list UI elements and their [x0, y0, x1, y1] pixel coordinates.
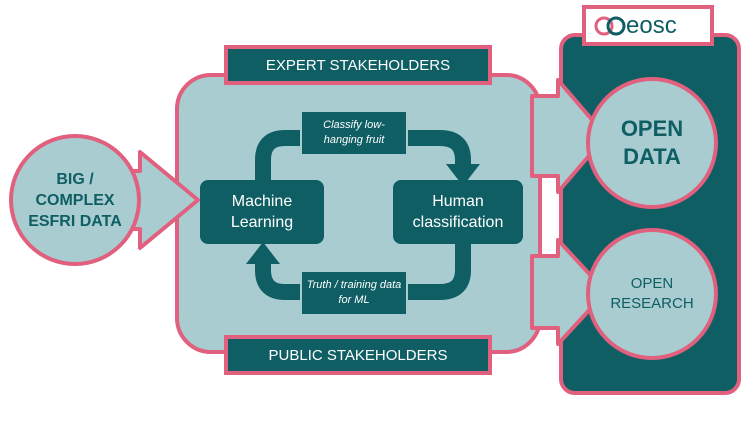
- cycle-arrow-top-right: [404, 130, 471, 166]
- ml-node-label: Machine Learning: [230, 193, 294, 231]
- eosc-logo-box: [582, 5, 714, 46]
- arrow-to-open-research: [530, 238, 608, 346]
- top-edge-label: Classify low-hanging fruit: [323, 119, 385, 146]
- expert-banner-label: EXPERT STAKEHOLDERS: [265, 56, 451, 74]
- open-research-label: OPEN RESEARCH: [610, 275, 694, 312]
- eosc-logo-ring-left: [594, 16, 614, 36]
- cycle-arrow-bottom-right: [404, 225, 471, 300]
- open-data-label: OPEN DATA: [620, 116, 684, 169]
- bottom-edge-label: Truth / training data for ML: [306, 279, 402, 306]
- cycle-arrowhead-up: [246, 242, 280, 264]
- open-research-circle: [586, 228, 718, 360]
- open-data-circle: [586, 77, 718, 209]
- bottom-edge-box: [300, 270, 408, 316]
- input-label: BIG / COMPLEX ESFRI DATA: [28, 170, 122, 230]
- public-banner-label: PUBLIC STAKEHOLDERS: [268, 346, 448, 364]
- expert-banner: [224, 45, 492, 85]
- eosc-logo-ring-right: [606, 16, 626, 36]
- human-node-label: Human classification: [412, 193, 504, 231]
- input-circle: [9, 134, 141, 266]
- cycle-arc-top-left: [255, 130, 305, 183]
- human-node-box: [393, 180, 523, 244]
- top-edge-box: [300, 110, 408, 156]
- cycle-arc-bottom-left: [255, 262, 305, 300]
- eosc-logo-text: eosc: [626, 11, 677, 39]
- arrow-to-open-data: [530, 78, 608, 194]
- cycle-arrowhead-down: [446, 164, 480, 186]
- ml-node-box: [200, 180, 324, 244]
- public-banner: [224, 335, 492, 375]
